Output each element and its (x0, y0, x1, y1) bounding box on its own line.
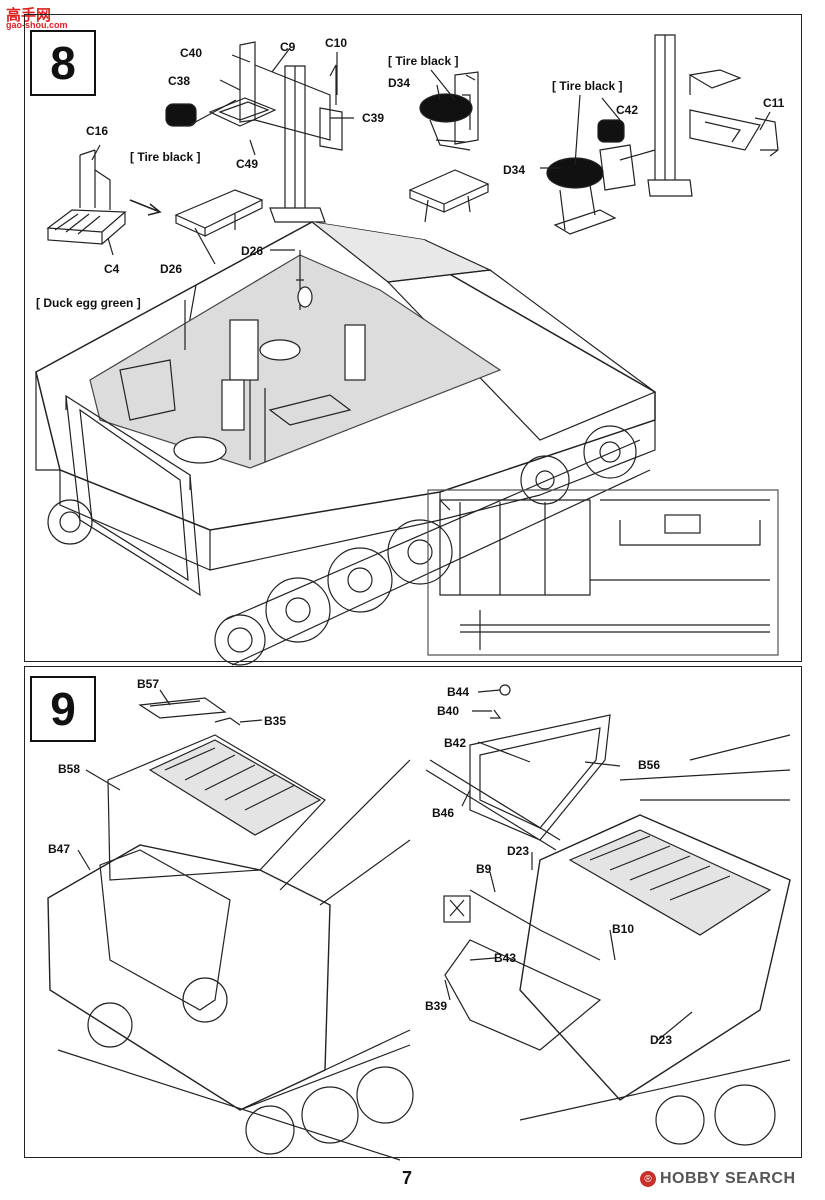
label-D34-top: D34 (388, 76, 411, 90)
label-B10: B10 (612, 922, 635, 936)
label-D26-left: D26 (160, 262, 183, 276)
watermark-site-url: gao-shou.com (6, 20, 68, 30)
note-tire-black-right: [ Tire black ] (552, 79, 623, 93)
label-B43: B43 (494, 951, 517, 965)
label-D23-bottom: D23 (650, 1033, 673, 1047)
step9-panel (24, 666, 802, 1158)
label-C49: C49 (236, 157, 259, 171)
label-C42: C42 (616, 103, 639, 117)
label-C38: C38 (168, 74, 191, 88)
label-B56: B56 (638, 758, 661, 772)
brand-name: HOBBY SEARCH (660, 1170, 796, 1187)
label-C11: C11 (763, 96, 785, 110)
label-C4: C4 (104, 262, 120, 276)
watermark-site-name: 高手网 (6, 7, 52, 24)
label-B44: B44 (447, 685, 470, 699)
label-B46: B46 (432, 806, 455, 820)
label-B35: B35 (264, 714, 287, 728)
label-B40: B40 (437, 704, 460, 718)
hobby-search-logo: ® HOBBY SEARCH (640, 1170, 796, 1188)
step9-number-box: 9 (30, 676, 96, 742)
note-duck-egg-green: [ Duck egg green ] (36, 296, 141, 310)
label-C39: C39 (362, 111, 385, 125)
label-D34-right: D34 (503, 163, 526, 177)
label-B57: B57 (137, 677, 160, 691)
label-B42: B42 (444, 736, 467, 750)
step8-panel (24, 14, 802, 662)
brand-mark-icon: ® (640, 1171, 656, 1187)
label-C9: C9 (280, 40, 296, 54)
label-B9: B9 (476, 862, 492, 876)
step8-number-box: 8 (30, 30, 96, 96)
note-tire-black-left: [ Tire black ] (130, 150, 201, 164)
label-B58: B58 (58, 762, 81, 776)
label-B39: B39 (425, 999, 448, 1013)
label-B47: B47 (48, 842, 71, 856)
label-C10: C10 (325, 36, 348, 50)
label-C40: C40 (180, 46, 203, 60)
label-C16: C16 (86, 124, 109, 138)
page-number: 7 (402, 1168, 413, 1188)
label-D26-right: D26 (241, 244, 264, 258)
note-tire-black-top: [ Tire black ] (388, 54, 459, 68)
label-D23-top: D23 (507, 844, 530, 858)
